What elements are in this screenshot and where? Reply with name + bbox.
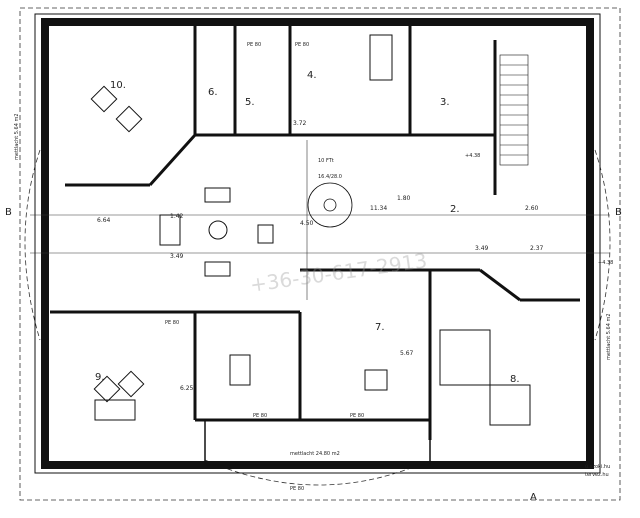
dim-label: 2.37 xyxy=(530,245,544,252)
room-label-4: 4. xyxy=(307,70,317,81)
note: PE 80 xyxy=(295,42,309,48)
dim-label: 2.60 xyxy=(525,205,539,212)
section-b-left: B xyxy=(5,207,12,218)
dim-label: 5.67 xyxy=(400,350,414,357)
straight-stair xyxy=(499,54,529,166)
area-right: mettlacht 5.64 m2 xyxy=(606,313,612,360)
dim-label: 4.50 xyxy=(300,220,314,227)
spiral-stair xyxy=(307,182,353,228)
dim-label: 1.42 xyxy=(170,213,184,220)
room-label-7: 7. xyxy=(375,322,385,333)
room-label-6: 6. xyxy=(208,87,218,98)
eave-outline xyxy=(19,7,621,501)
room-label-5: 5. xyxy=(245,97,255,108)
phone-watermark: +36-30-617-2913 xyxy=(249,248,429,297)
interior-walls xyxy=(50,26,580,440)
area-balcony: mettlacht 24.80 m2 xyxy=(290,451,340,457)
room-label-9: 9. xyxy=(95,372,105,383)
furniture xyxy=(90,34,531,426)
dim-label: 1.80 xyxy=(397,195,411,202)
balcony xyxy=(204,419,431,466)
dim-label: 3.49 xyxy=(170,253,184,260)
svg-text:ú.szoki.hu: ú.szoki.hu xyxy=(585,463,610,470)
dim-label: 6.64 xyxy=(97,217,111,224)
room-label-3: 3. xyxy=(440,97,450,108)
area-left: mettlacht 5.64 m2 xyxy=(14,113,20,160)
svg-text:tervez.hu: tervez.hu xyxy=(585,472,609,478)
dim-label: 11.34 xyxy=(370,205,387,212)
note: PE 80 xyxy=(165,320,179,326)
dim-label: 3.49 xyxy=(475,245,489,252)
designer-stamp: ú.szoki.hu tervez.hu xyxy=(585,463,610,478)
note: PE 80 xyxy=(253,413,267,419)
dim-label: 6.25 xyxy=(180,385,194,392)
stair-note: 16.4/28.0 xyxy=(318,174,342,180)
dim-label: 3.72 xyxy=(293,120,307,127)
stair-note: 10 FTt xyxy=(318,158,334,164)
note: PE 80 xyxy=(350,413,364,419)
note: PE 80 xyxy=(247,42,261,48)
level-mark: +4.38 xyxy=(465,153,480,159)
room-label-8: 8. xyxy=(510,374,520,385)
room-label-10: 10. xyxy=(110,80,126,91)
room-label-2: 2. xyxy=(450,204,460,215)
dimension-lines xyxy=(30,140,610,300)
note: PE 80 xyxy=(290,486,304,492)
level-mark: +4.38 xyxy=(598,260,613,266)
section-a-label: A xyxy=(530,492,537,503)
section-b-right: B xyxy=(615,207,622,218)
